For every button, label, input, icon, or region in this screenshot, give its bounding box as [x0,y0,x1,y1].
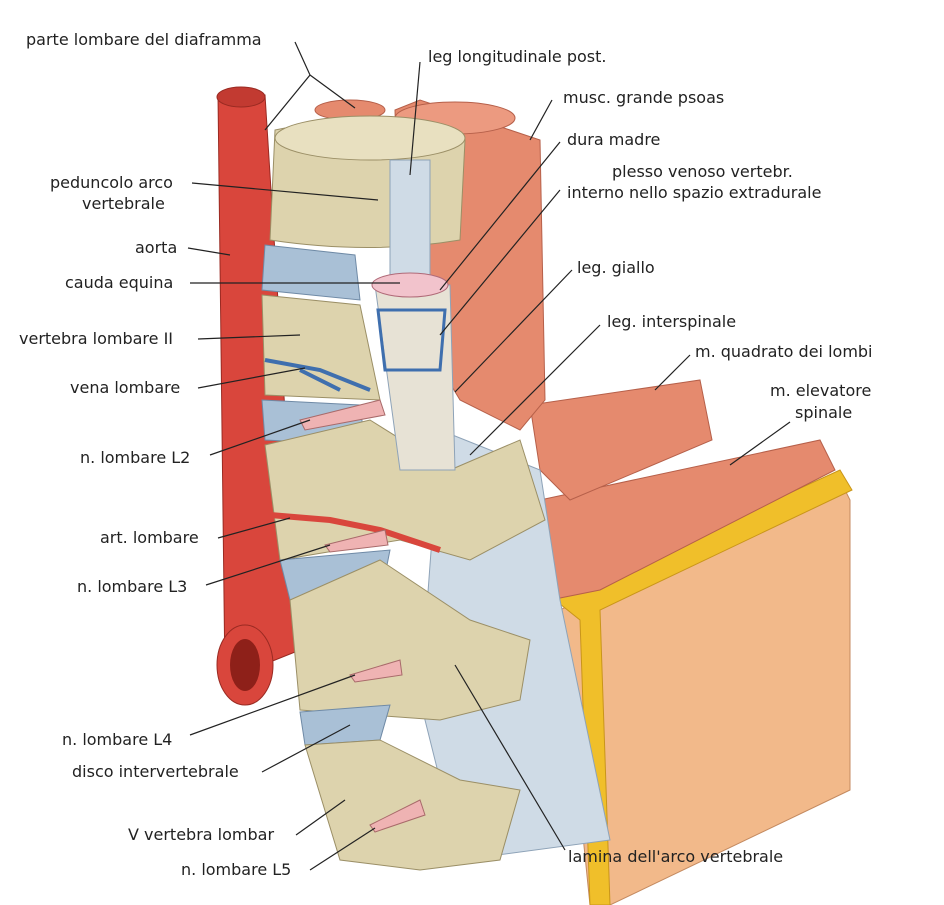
label-interspinal: leg. interspinale [607,312,737,331]
label-pedicle-2: vertebrale [82,194,165,213]
label-plexus-1: plesso venoso vertebr. [612,162,793,181]
fat-layer [554,469,853,905]
disc-4 [299,704,391,746]
label-flavum: leg. giallo [577,258,655,277]
posterior-longitudinal-ligament [389,159,431,281]
label-lamina: lamina dell'arco vertebrale [568,847,784,866]
label-post-long-lig: leg longitudinale post. [428,47,607,66]
venous-plexus [376,308,447,372]
label-pedicle-1: peduncolo arco [50,173,173,192]
nerves [299,399,426,833]
label-lumbar-artery: art. lombare [100,528,199,547]
label-vertebra-v: V vertebra lombar [128,825,275,844]
quadratus-lumborum-muscle [529,379,713,501]
lumbar-vein [264,358,371,392]
vertebra-body-2 [261,294,381,401]
label-nerve-l5: n. lombare L5 [181,860,292,879]
cauda-equina [371,272,449,298]
label-dura: dura madre [567,130,661,149]
label-psoas: musc. grande psoas [563,88,725,107]
label-lumbar-vein: vena lombare [70,378,181,397]
leader-lines [187,41,791,871]
label-nerve-l2: n. lombare L2 [80,448,191,467]
lumbar-artery [269,512,441,553]
label-nerve-l4: n. lombare L4 [62,730,173,749]
label-aorta: aorta [135,238,178,257]
label-plexus-2: interno nello spazio extradurale [567,183,822,202]
label-vertebra-ii: vertebra lombare II [19,329,174,348]
disc-1 [261,244,361,301]
label-erector-1: m. elevatore [770,381,872,400]
label-disc: disco intervertebrale [72,762,239,781]
label-cauda: cauda equina [65,273,174,292]
label-diaphragm: parte lombare del diaframma [26,30,262,49]
label-nerve-l3: n. lombare L3 [77,577,188,596]
label-quadratus: m. quadrato dei lombi [695,342,873,361]
label-erector-2: spinale [795,403,853,422]
